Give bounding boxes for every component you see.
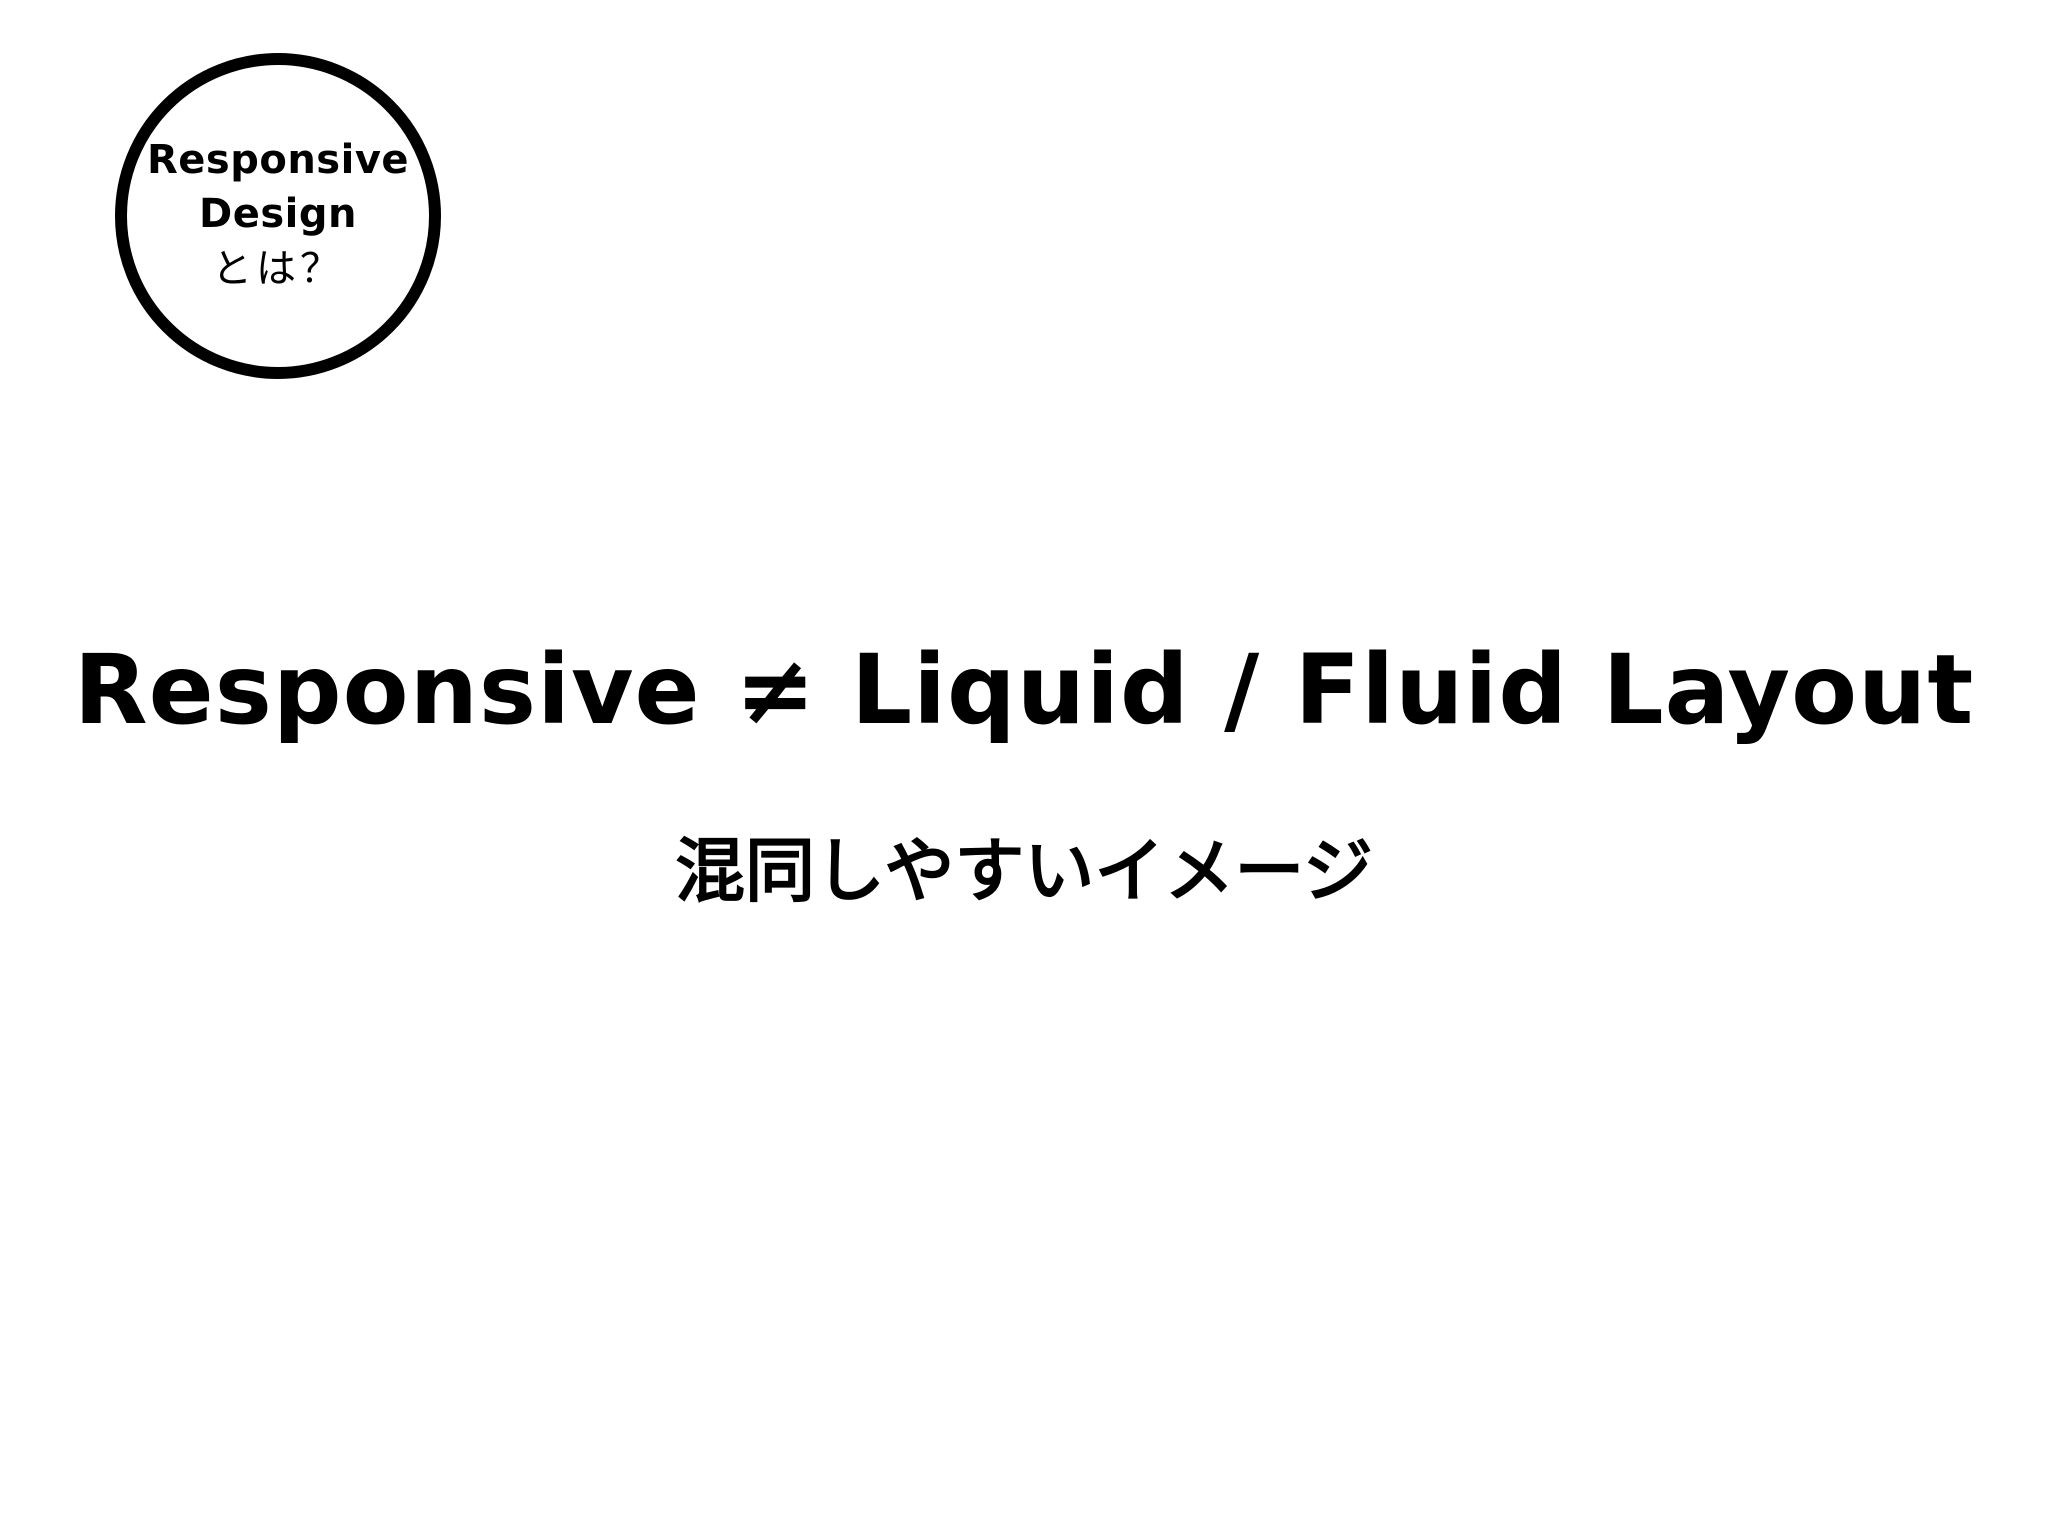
badge-line-design: Design	[199, 191, 357, 237]
badge-line-towa: とは？	[212, 246, 344, 292]
slide-title: Responsive ≠ Liquid / Fluid Layout	[73, 634, 1975, 746]
section-badge-circle: Responsive Design とは？	[115, 53, 441, 379]
slide-subtitle: 混同しやすいイメージ	[675, 830, 1373, 912]
section-badge-text: Responsive Design とは？	[147, 133, 409, 297]
badge-line-responsive: Responsive	[146, 137, 410, 183]
